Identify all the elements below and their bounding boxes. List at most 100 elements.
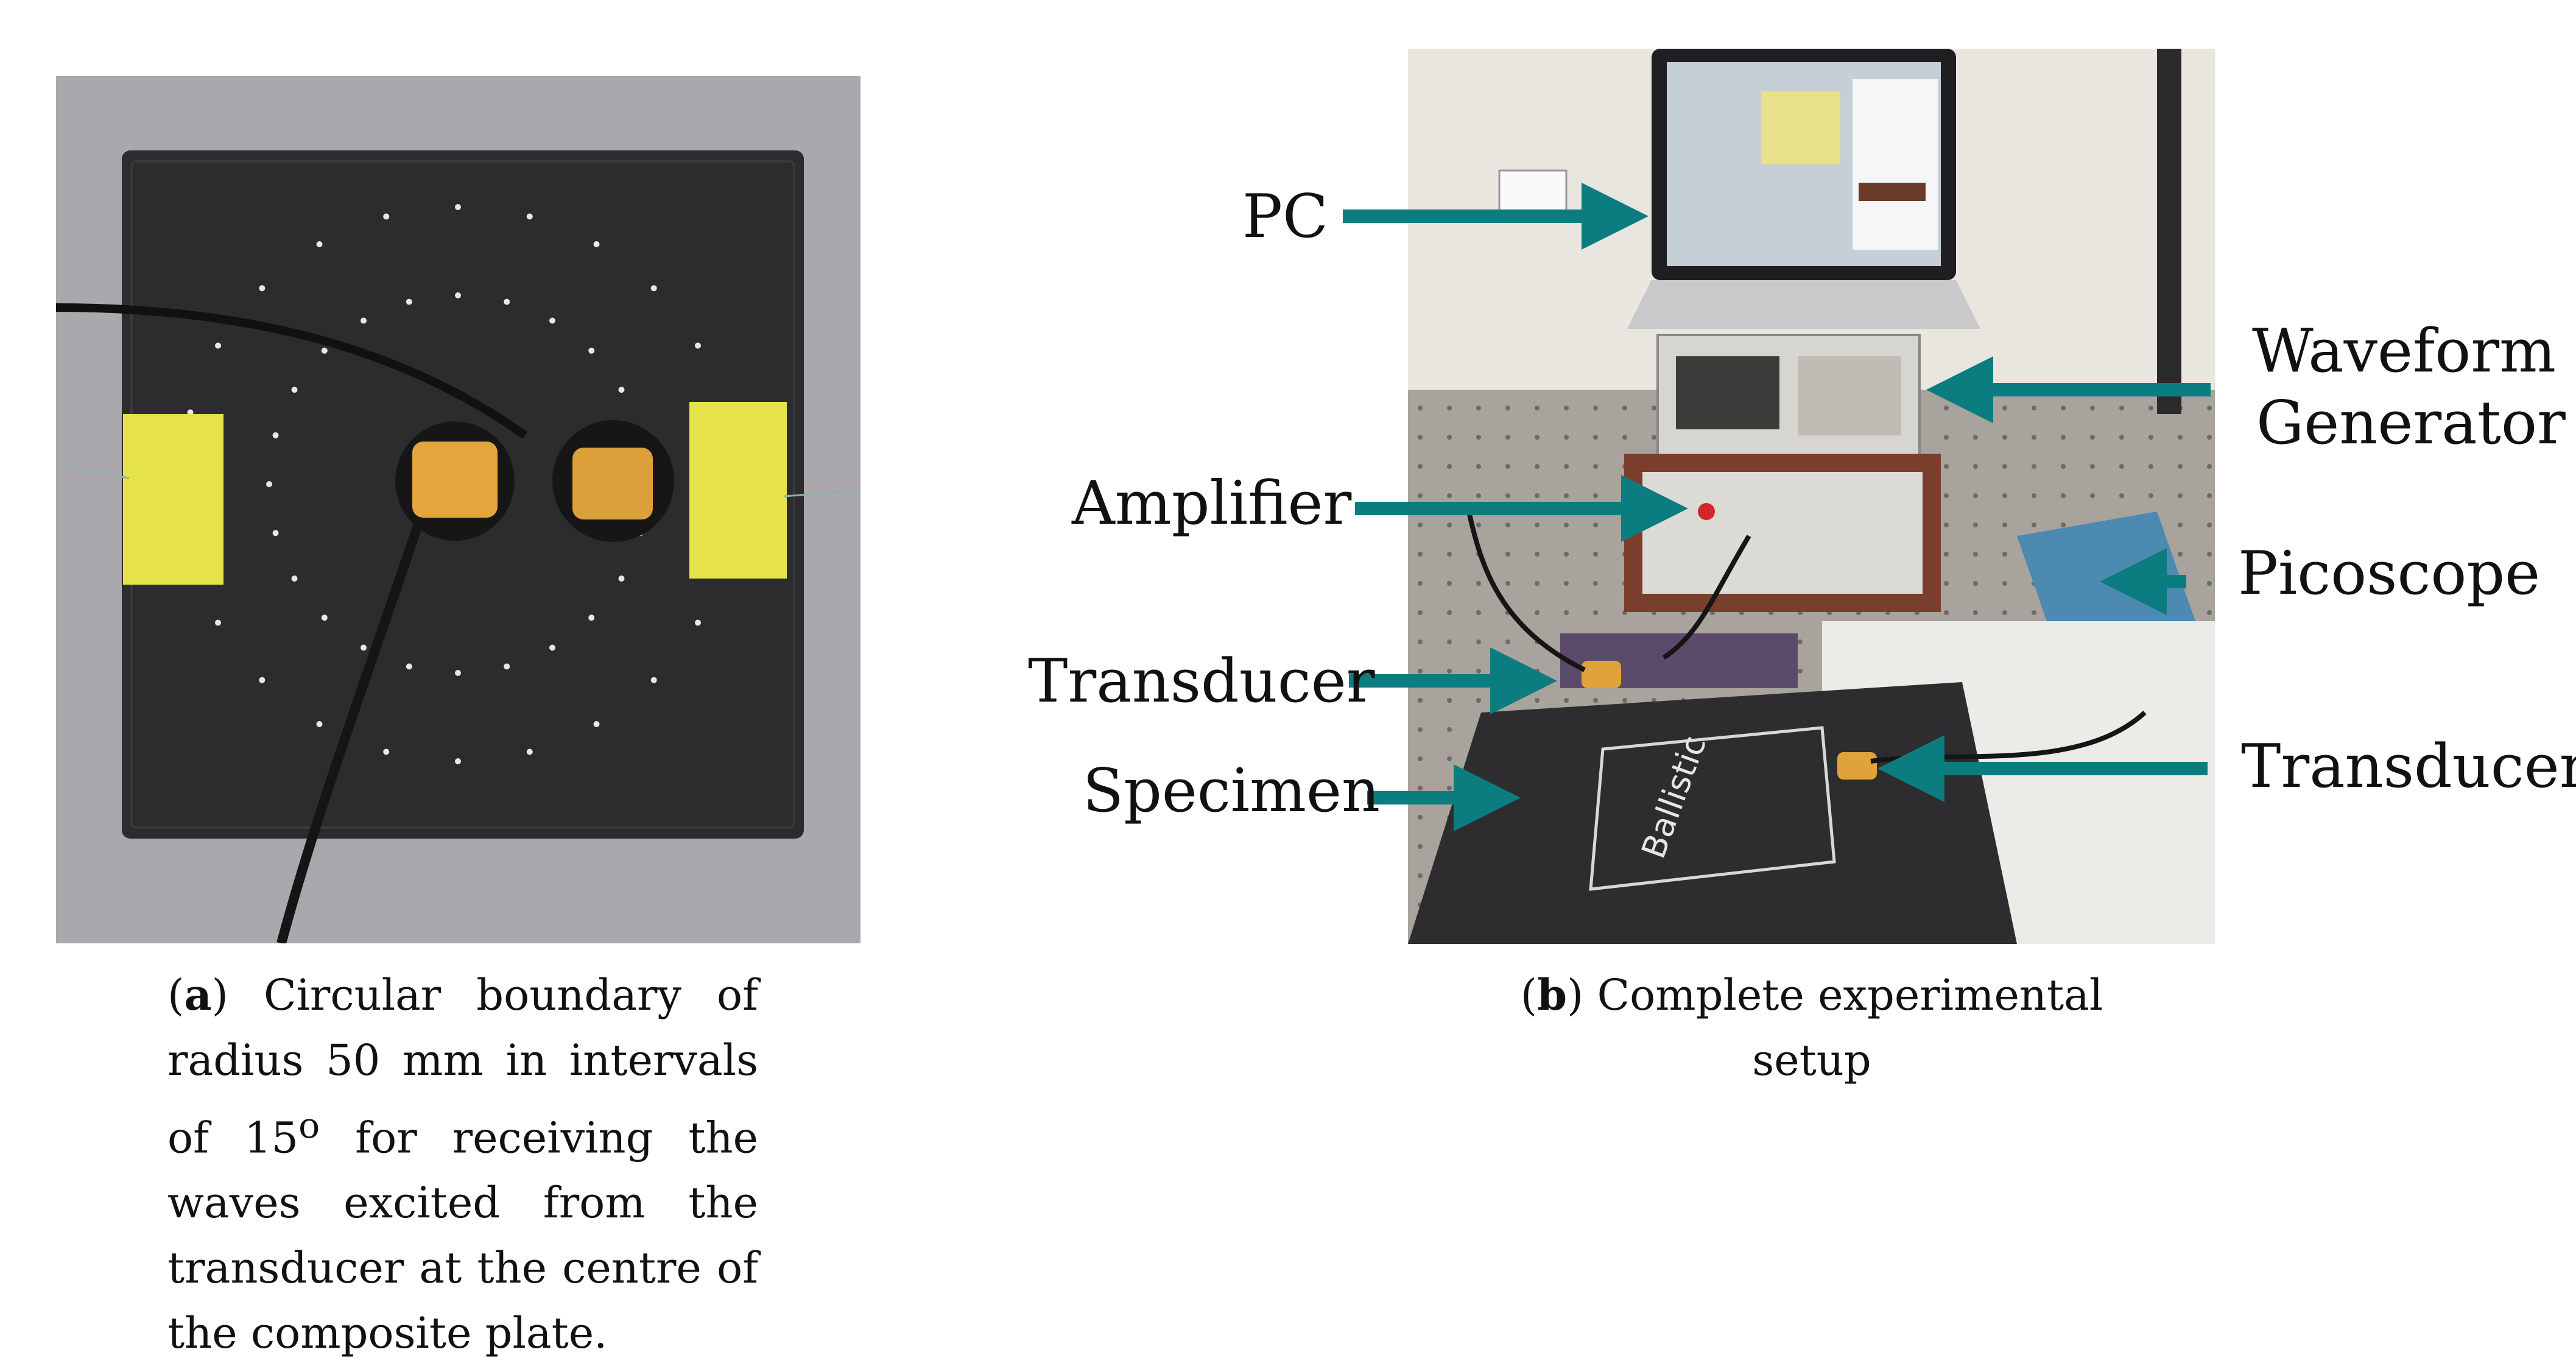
table-hole	[1418, 815, 1423, 820]
table-hole	[1564, 493, 1569, 498]
table-hole	[1564, 406, 1569, 410]
tape-left	[123, 414, 223, 585]
table-hole	[1447, 523, 1452, 527]
table-hole	[1944, 610, 1949, 615]
table-hole	[1944, 581, 1949, 586]
table-hole	[1535, 464, 1540, 469]
table-hole	[1418, 756, 1423, 761]
boundary-point	[259, 677, 266, 683]
table-hole	[2090, 464, 2095, 469]
table-hole	[2119, 493, 2124, 498]
composite-plate-photo	[56, 76, 860, 943]
table-hole	[1564, 435, 1569, 440]
table-hole	[1505, 406, 1510, 410]
table-hole	[1973, 464, 1978, 469]
table-hole	[2148, 435, 2153, 440]
table-hole	[1447, 786, 1452, 790]
table-hole	[2207, 406, 2212, 410]
table-hole	[1418, 639, 1423, 644]
table-hole	[1944, 464, 1949, 469]
table-hole	[1418, 669, 1423, 674]
boundary-point	[272, 530, 279, 537]
table-hole	[2148, 493, 2153, 498]
boundary-point	[618, 387, 625, 393]
table-hole	[2178, 493, 2183, 498]
boundary-point	[455, 758, 461, 764]
table-hole	[1973, 523, 1978, 527]
table-hole	[1418, 873, 1423, 878]
table-hole	[1476, 698, 1481, 703]
wire-right	[783, 489, 860, 498]
table-hole	[1593, 435, 1598, 440]
table-hole	[1476, 406, 1481, 410]
boundary-point	[650, 677, 657, 683]
table-hole	[2002, 610, 2007, 615]
boundary-point	[383, 748, 390, 755]
table-hole	[1476, 581, 1481, 586]
table-hole	[1944, 435, 1949, 440]
table-hole	[1505, 493, 1510, 498]
caption-a-degree: o	[298, 1105, 320, 1146]
table-hole	[1535, 610, 1540, 615]
table-hole	[1447, 698, 1452, 703]
boundary-point	[321, 347, 328, 354]
boundary-point	[588, 614, 595, 621]
table-hole	[1973, 493, 1978, 498]
label-transducer-left: Transducer	[1028, 647, 1375, 716]
table-hole	[1593, 493, 1598, 498]
table-hole	[2207, 610, 2212, 615]
table-hole	[1505, 435, 1510, 440]
table-hole	[1535, 406, 1540, 410]
table-hole	[2002, 523, 2007, 527]
table-hole	[1593, 610, 1598, 615]
table-hole	[1476, 435, 1481, 440]
table-hole	[1973, 435, 1978, 440]
table-hole	[1535, 552, 1540, 557]
table-hole	[1564, 523, 1569, 527]
boundary-point	[272, 432, 279, 438]
boundary-point	[361, 644, 367, 651]
boundary-point	[291, 387, 298, 393]
table-hole	[1973, 552, 1978, 557]
table-hole	[1505, 552, 1510, 557]
table-hole	[1622, 406, 1627, 410]
boundary-points	[178, 204, 738, 764]
table-hole	[2032, 493, 2036, 498]
boundary-point	[695, 342, 701, 349]
table-hole	[1593, 406, 1598, 410]
table-hole	[2032, 464, 2036, 469]
table-hole	[1447, 581, 1452, 586]
boundary-point	[695, 619, 701, 626]
table-hole	[1418, 406, 1423, 410]
table-hole	[2061, 435, 2066, 440]
table-hole	[2032, 523, 2036, 527]
tape-right	[689, 402, 787, 579]
caption-a: (a) Circular boundary of radius 50 mm in…	[167, 970, 758, 1359]
caption-a-marker: a	[184, 970, 212, 1020]
boundary-point	[316, 721, 323, 727]
table-hole	[1476, 669, 1481, 674]
table-hole	[2207, 464, 2212, 469]
table-hole	[1418, 493, 1423, 498]
table-hole	[1447, 552, 1452, 557]
boundary-point	[406, 663, 412, 670]
label-waveform: Waveform	[2252, 317, 2557, 386]
table-hole	[2207, 523, 2212, 527]
boundary-point	[504, 298, 510, 305]
table-hole	[2061, 523, 2066, 527]
table-hole	[1418, 610, 1423, 615]
caption-a-text: Circular boundary of radius 50 mm in int…	[167, 970, 758, 1163]
table-hole	[2090, 435, 2095, 440]
table-hole	[1447, 610, 1452, 615]
table-hole	[2207, 552, 2212, 557]
boundary-point	[383, 213, 390, 220]
table-hole	[1564, 610, 1569, 615]
table-hole	[2148, 464, 2153, 469]
boundary-point	[526, 213, 533, 220]
label-amplifier: Amplifier	[1072, 469, 1352, 538]
table-hole	[1535, 581, 1540, 586]
table-hole	[1447, 464, 1452, 469]
boundary-point	[593, 241, 600, 247]
boundary-point	[266, 481, 272, 487]
table-hole	[1418, 844, 1423, 849]
